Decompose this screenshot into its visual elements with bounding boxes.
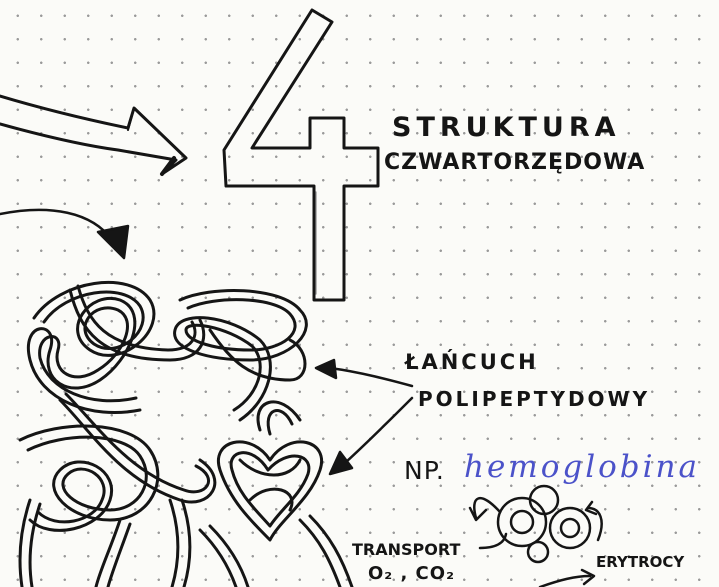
gases-label: O₂ , CO₂ [368, 563, 455, 584]
transport-label: TRANSPORT [352, 540, 461, 559]
title-line-2: CZWARTORZĘDOWA [384, 150, 646, 175]
example-name: hemoglobina [464, 449, 700, 485]
title-line-1: STRUKTURA [392, 112, 621, 143]
number-four-outline [222, 8, 380, 302]
hemoglobin-cluster-icon [468, 484, 603, 587]
chain-label-line-2: POLIPEPTYDOWY [418, 387, 651, 411]
label-arrows-icon [314, 358, 414, 476]
block-arrow-icon [0, 94, 188, 176]
protein-chains-illustration [18, 280, 354, 587]
chain-label-line-1: ŁAŃCUCH [405, 350, 539, 374]
erythrocytes-label: ERYTROCY [596, 553, 685, 571]
curved-arrow-icon [0, 208, 130, 260]
example-prefix: NP. [404, 456, 445, 485]
